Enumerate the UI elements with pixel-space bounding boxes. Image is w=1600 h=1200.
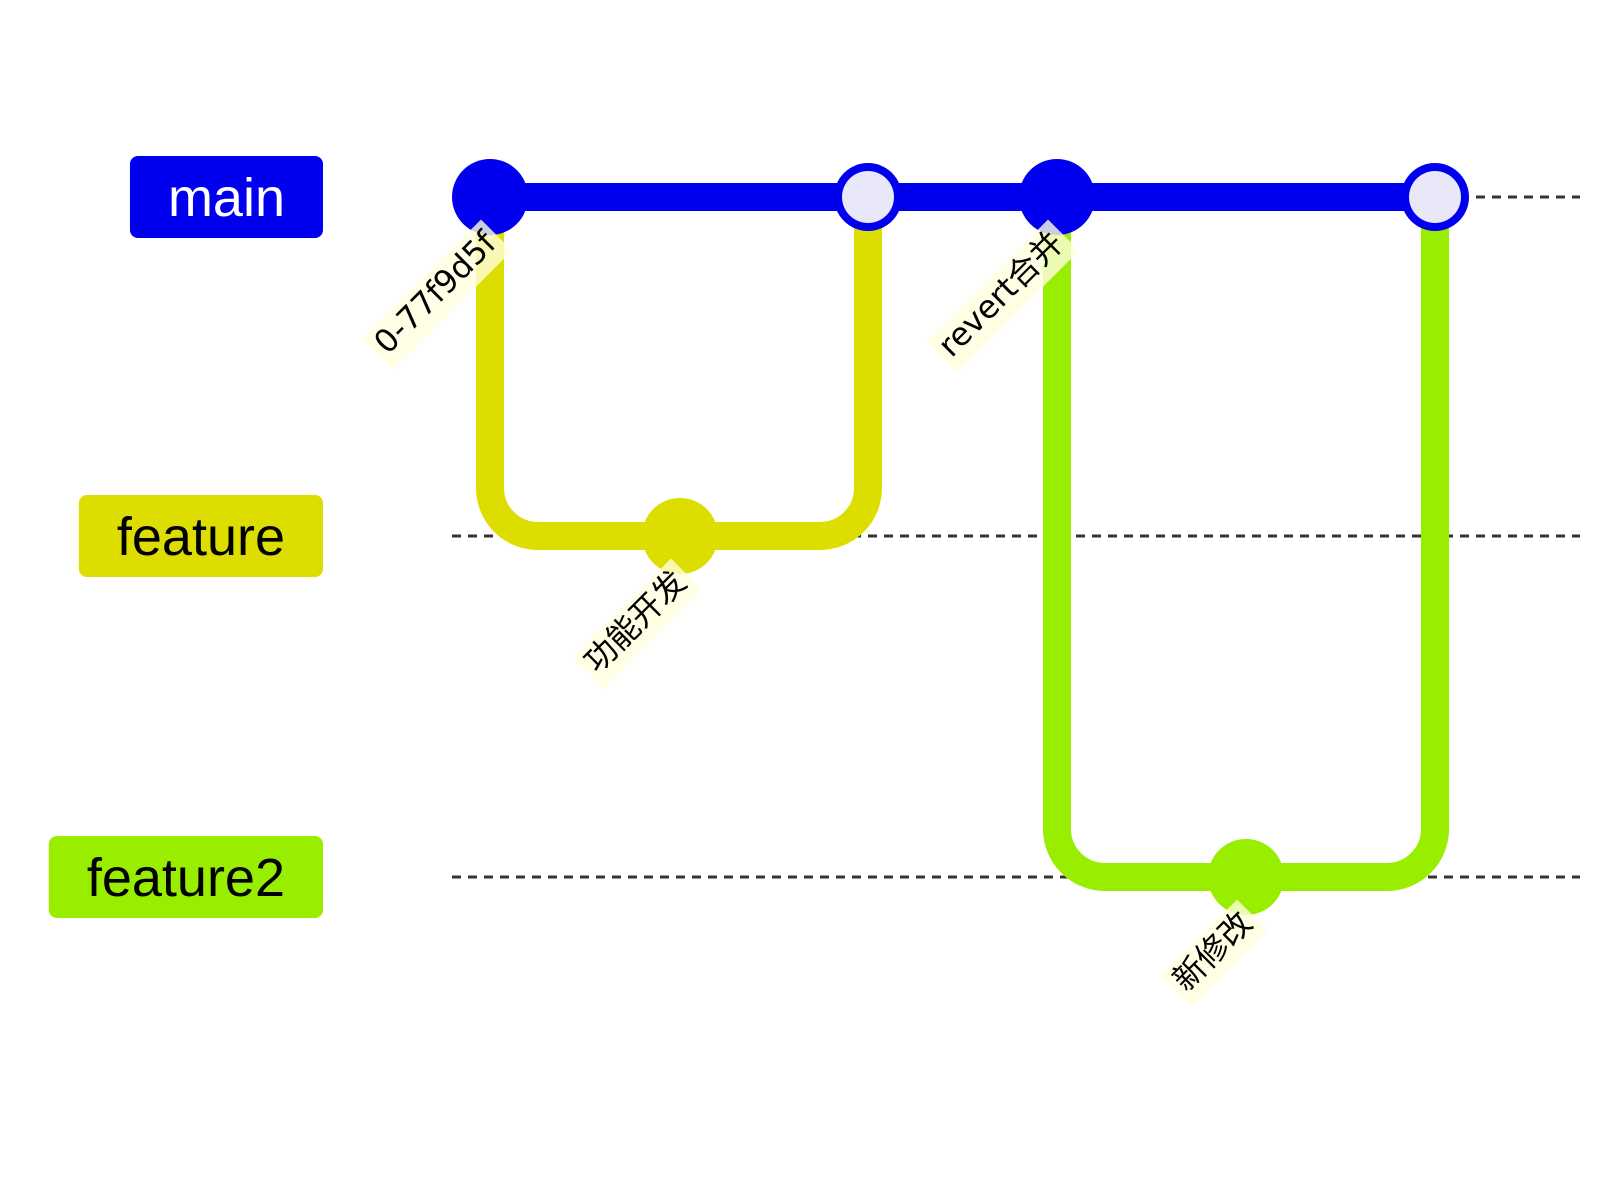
edge-c2-c3 [680,197,882,550]
branch-label-text: feature2 [87,848,285,908]
commit-label-bg [362,219,513,370]
commit-nodes [452,159,1469,915]
branch-label-text: main [168,168,285,228]
branch-label-main[interactable]: main [129,156,323,238]
merge-commit-inner-c3 [842,171,894,223]
commit-label-bg [1160,899,1269,1008]
branch-label-text: feature [117,507,285,567]
commit-edges [476,183,1449,891]
commit-c2[interactable] [642,498,718,574]
commit-c1[interactable] [452,159,528,235]
commit-label-bg [926,219,1080,373]
branch-label-bg [48,836,323,918]
branch-label-bg [78,495,323,577]
edge-c5-c6 [1246,197,1449,891]
commit-c4[interactable] [1019,159,1095,235]
branch-label-feature2[interactable]: feature2 [48,836,323,918]
branch-label-feature[interactable]: feature [78,495,323,577]
edge-c1-c2 [476,197,680,550]
commit-label-c2: 功能开发 [572,558,703,689]
commit-c5[interactable] [1208,839,1284,915]
edge-c4-c5 [1043,197,1246,891]
commit-label-bg [572,558,703,689]
commit-label-c5: 新修改 [1160,899,1269,1008]
branch-label-bg [129,156,323,238]
branch-labels: main feature feature2 [48,156,323,918]
commit-label-text: 功能开发 [576,563,693,680]
merge-commit-inner-c6 [1409,171,1461,223]
